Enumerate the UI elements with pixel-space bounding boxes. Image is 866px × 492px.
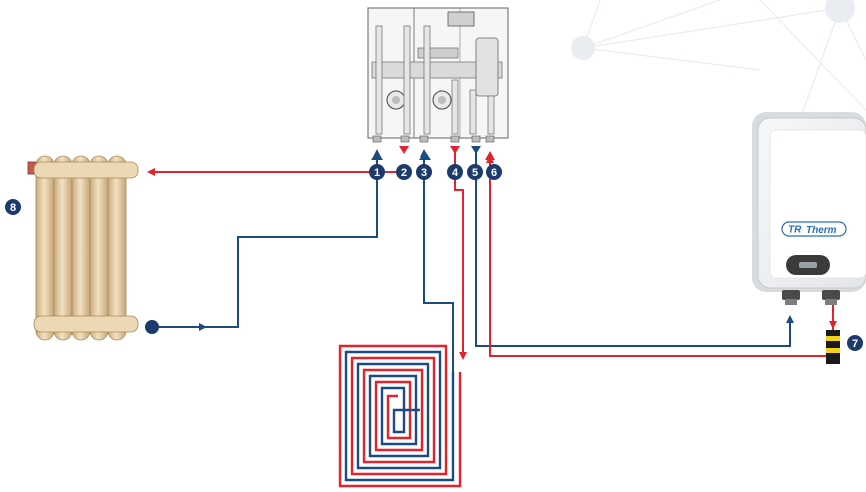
- underfloor-heating-loop: [338, 344, 462, 488]
- radiator: [27, 155, 159, 341]
- radiator-return-pipe: [152, 149, 381, 328]
- boiler-unit: TR Therm: [752, 112, 866, 305]
- badge-6: 6: [486, 164, 502, 180]
- svg-text:8: 8: [10, 202, 16, 214]
- pipes: [147, 149, 837, 372]
- boiler-logo-mark: TR: [788, 225, 802, 236]
- background-network: [571, 0, 866, 121]
- boiler-supply-fitting: [826, 330, 840, 364]
- floor-supply-pipe: [454, 152, 467, 360]
- badge-5: 5: [467, 164, 483, 180]
- svg-text:4: 4: [452, 167, 459, 179]
- svg-text:6: 6: [491, 167, 497, 179]
- boiler-logo-frame: [781, 221, 847, 237]
- badge-8: 8: [5, 199, 21, 215]
- module-outlet-arrows: [371, 146, 495, 160]
- badge-3: 3: [416, 164, 432, 180]
- badge-2: 2: [396, 164, 412, 180]
- boiler-brand-text: Therm: [806, 225, 837, 236]
- svg-text:7: 7: [852, 338, 858, 350]
- boiler-return-pipe: [475, 152, 794, 347]
- badge-7: 7: [847, 335, 863, 351]
- svg-text:5: 5: [472, 167, 478, 179]
- svg-text:1: 1: [374, 167, 380, 179]
- svg-text:2: 2: [401, 167, 407, 179]
- badge-4: 4: [447, 164, 463, 180]
- floor-return-pipe: [420, 149, 454, 372]
- distribution-module: [367, 7, 509, 143]
- badge-1: 1: [369, 164, 385, 180]
- svg-text:3: 3: [421, 167, 427, 179]
